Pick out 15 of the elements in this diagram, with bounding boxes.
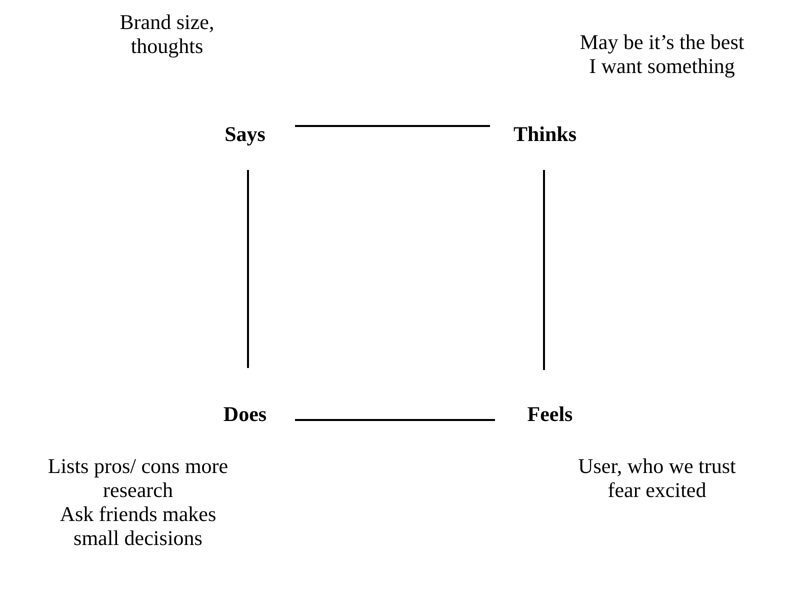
quadrant-heading: Says xyxy=(224,122,266,146)
connector-line xyxy=(295,125,490,127)
note-text: I want something xyxy=(588,54,736,78)
note-text: User, who we trust xyxy=(577,454,737,478)
note-text: Lists pros/ cons more research xyxy=(46,454,230,502)
connector-line xyxy=(295,419,495,421)
note-text: Brand size, thoughts xyxy=(118,10,216,58)
note-text: fear excited xyxy=(606,478,708,502)
quadrant-heading: Thinks xyxy=(513,122,577,146)
note-text: Ask friends makes small decisions xyxy=(58,502,218,550)
connector-line xyxy=(543,170,545,370)
quadrant-heading: Feels xyxy=(527,402,573,426)
connector-line xyxy=(247,170,249,368)
note-text: May be it’s the best xyxy=(578,30,746,54)
quadrant-heading: Does xyxy=(223,402,267,426)
